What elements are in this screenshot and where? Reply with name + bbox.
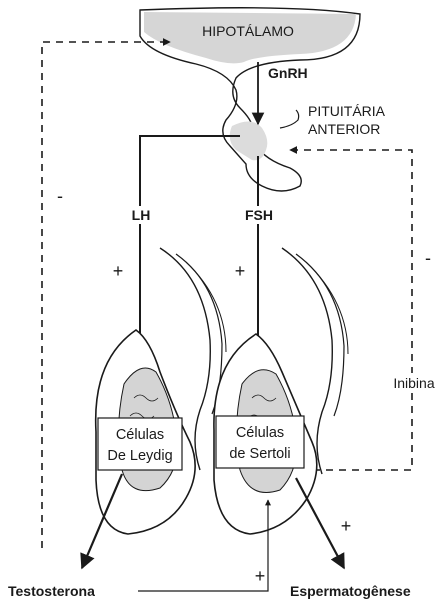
- fsh-plus-sign: +: [235, 261, 246, 281]
- lh-plus-sign: +: [113, 261, 124, 281]
- leydig-label-line1: Células: [116, 427, 164, 443]
- lh-label: LH: [132, 207, 151, 223]
- hypothalamus-label: HIPOTÁLAMO: [202, 23, 294, 39]
- inhibin-feedback-dashed: [290, 150, 412, 470]
- leydig-label-line2: De Leydig: [107, 448, 172, 464]
- spermatogenesis-label: Espermatogênese: [290, 583, 411, 599]
- spermatogenesis-output-arrow: [296, 478, 344, 568]
- right-minus-sign: -: [425, 248, 431, 268]
- spermatogenesis-plus-sign: +: [341, 516, 352, 536]
- right-testis: [214, 248, 348, 534]
- sertoli-label-line1: Células: [236, 425, 284, 441]
- inhibin-label: Inibina: [393, 375, 434, 391]
- pituitary-outline-right: [280, 110, 299, 128]
- pituitary-label-line2: ANTERIOR: [308, 121, 380, 137]
- testosterone-sertoli-plus-sign: +: [255, 566, 266, 586]
- pituitary-fill: [230, 121, 268, 160]
- left-minus-sign: -: [57, 186, 63, 206]
- sertoli-label-line2: de Sertoli: [229, 446, 290, 462]
- testosterone-label: Testosterona: [8, 583, 95, 599]
- pituitary-label-line1: PITUITÁRIA: [308, 103, 386, 119]
- gnrh-label: GnRH: [268, 65, 308, 81]
- fsh-label: FSH: [245, 207, 273, 223]
